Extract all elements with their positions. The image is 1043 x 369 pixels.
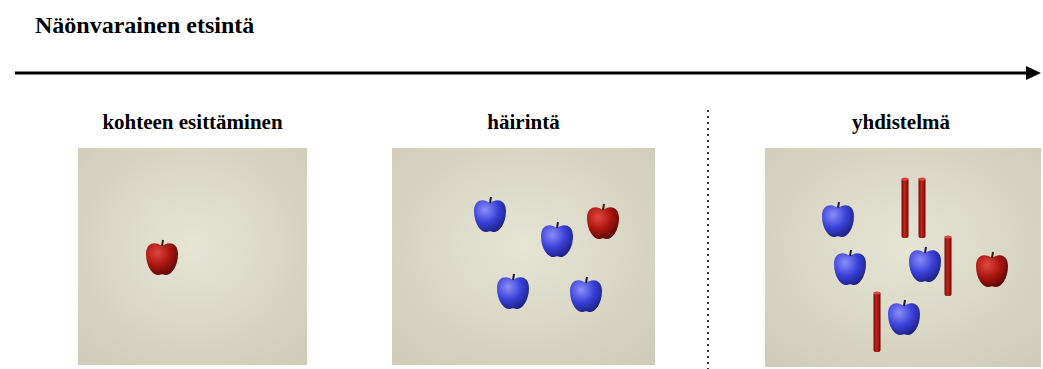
arrow-head [1026, 66, 1041, 80]
blue-apple [909, 247, 941, 282]
red-apple [976, 252, 1008, 287]
blue-apple [834, 250, 866, 285]
blue-apple [822, 202, 854, 237]
stage-panel: kohteen esittäminen [78, 110, 307, 367]
photo-panel [392, 148, 655, 365]
stage-heading: kohteen esittäminen [78, 110, 307, 135]
stage-panel: häirintä [392, 110, 655, 367]
stage-heading: yhdistelmä [763, 110, 1039, 135]
red-bar [919, 178, 926, 239]
blue-apple [474, 197, 506, 232]
stage-heading: häirintä [392, 110, 655, 135]
photo-panel [78, 148, 307, 365]
photo-panel [765, 148, 1041, 367]
red-apple [587, 204, 619, 239]
separator [707, 110, 709, 369]
blue-apple [541, 222, 573, 257]
stage-panel: yhdistelmä [763, 110, 1039, 367]
blue-apple [888, 300, 920, 335]
timeline-arrow [15, 72, 1028, 75]
red-bar [874, 292, 881, 353]
blue-apple [570, 277, 602, 312]
red-apple [146, 240, 178, 275]
red-bar [945, 236, 952, 297]
blue-apple [497, 274, 529, 309]
diagram-title: Näönvarainen etsintä [35, 12, 254, 39]
red-bar [902, 178, 909, 239]
